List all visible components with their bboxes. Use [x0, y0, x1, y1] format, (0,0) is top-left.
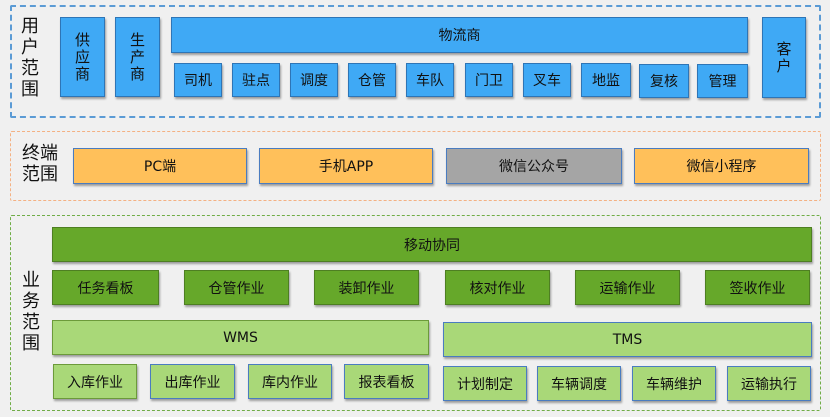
terminal-scope-section: [10, 131, 821, 201]
mobile-warehouse-ops[interactable]: 仓管作业: [184, 270, 289, 305]
mobile-task-board[interactable]: 任务看板: [52, 270, 159, 305]
wms-inventory[interactable]: 库内作业: [248, 364, 332, 399]
business-scope-label: 业务范围: [22, 270, 40, 354]
role-warehouse[interactable]: 仓管: [348, 63, 396, 97]
user-scope-label: 用户范围: [21, 16, 39, 100]
role-fleet[interactable]: 车队: [406, 63, 454, 97]
tms-vehicle-maintenance[interactable]: 车辆维护: [632, 366, 716, 401]
terminal-wechat-miniprogram[interactable]: 微信小程序: [634, 148, 809, 184]
tms-planning[interactable]: 计划制定: [443, 366, 527, 401]
logistics-box[interactable]: 物流商: [171, 17, 748, 53]
tms-bar[interactable]: TMS: [443, 322, 812, 357]
producer-label: 生产商: [128, 31, 146, 83]
mobile-check-ops[interactable]: 核对作业: [445, 270, 550, 305]
role-driver[interactable]: 司机: [174, 63, 222, 97]
mobile-transport-ops[interactable]: 运输作业: [575, 270, 680, 305]
role-review[interactable]: 复核: [639, 64, 689, 98]
supplier-box[interactable]: 供应商: [60, 17, 105, 97]
role-station[interactable]: 驻点: [232, 63, 280, 97]
wms-bar[interactable]: WMS: [52, 320, 429, 355]
mobile-loading-ops[interactable]: 装卸作业: [314, 270, 419, 305]
business-scope-section: [10, 215, 821, 411]
terminal-pc[interactable]: PC端: [73, 148, 247, 184]
wms-inbound[interactable]: 入库作业: [53, 364, 137, 399]
customer-box[interactable]: 客户: [762, 17, 806, 98]
customer-label: 客户: [774, 40, 793, 75]
user-scope-section: [10, 5, 821, 118]
mobile-collab-bar[interactable]: 移动协同: [52, 227, 812, 262]
terminal-mobile-app[interactable]: 手机APP: [259, 148, 433, 184]
terminal-wechat-official[interactable]: 微信公众号: [446, 148, 622, 184]
producer-box[interactable]: 生产商: [115, 17, 160, 97]
mobile-signoff-ops[interactable]: 签收作业: [705, 270, 810, 305]
wms-outbound[interactable]: 出库作业: [150, 364, 235, 399]
role-ground-supervisor[interactable]: 地监: [581, 63, 631, 97]
role-dispatch[interactable]: 调度: [290, 63, 338, 97]
tms-transport-execution[interactable]: 运输执行: [727, 366, 811, 401]
role-forklift[interactable]: 叉车: [523, 63, 571, 97]
wms-report-board[interactable]: 报表看板: [344, 364, 429, 399]
tms-vehicle-dispatch[interactable]: 车辆调度: [537, 366, 621, 401]
role-gatekeeper[interactable]: 门卫: [465, 63, 513, 97]
role-management[interactable]: 管理: [697, 64, 748, 98]
terminal-scope-label: 终端范围: [22, 143, 58, 185]
supplier-label: 供应商: [73, 31, 91, 83]
